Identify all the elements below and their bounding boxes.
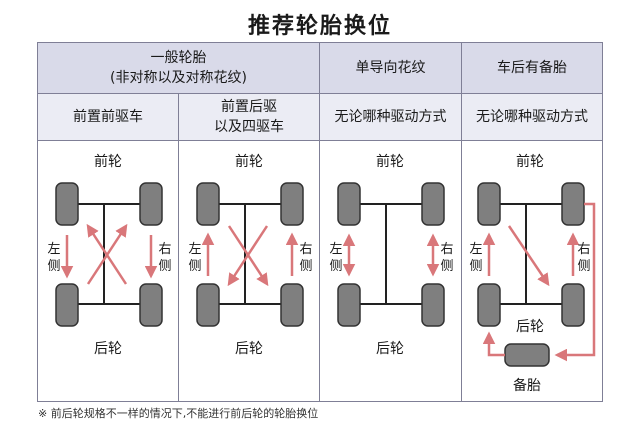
tire-front-left <box>196 182 220 226</box>
header-directional: 单导向花纹 <box>319 42 462 94</box>
right-side-label-1: 右 <box>440 242 453 257</box>
rear-label: 后轮 <box>376 341 404 357</box>
rear-label: 后轮 <box>516 319 544 335</box>
subheader-fwd-label: 前置前驱车 <box>73 109 143 125</box>
right-side-label-2: 侧 <box>158 259 171 274</box>
tire-spare <box>504 343 550 367</box>
arrow-cross-2 <box>227 225 269 287</box>
header-general-line1: 一般轮胎 <box>150 50 207 66</box>
spare-label: 备胎 <box>513 377 541 394</box>
left-side-label-1: 左 <box>188 242 201 257</box>
left-side-label-2: 侧 <box>47 259 60 274</box>
diagram-spare: 前轮 左 侧 右 侧 后轮 备胎 <box>469 153 596 394</box>
subheader-any1-label: 无论哪种驱动方式 <box>334 109 447 125</box>
arrow-from-spare <box>482 331 505 357</box>
left-side-label-2: 侧 <box>188 259 201 274</box>
right-side-label-2: 侧 <box>577 259 590 274</box>
left-side-label-1: 左 <box>47 242 60 257</box>
tire-front-left <box>55 182 79 226</box>
subheader-any2-label: 无论哪种驱动方式 <box>476 109 588 125</box>
tire-rear-left <box>477 283 501 327</box>
header-directional-label: 单导向花纹 <box>355 60 426 76</box>
tire-front-right <box>139 182 163 226</box>
left-side-label-2: 侧 <box>469 259 482 274</box>
front-label: 前轮 <box>516 153 544 170</box>
subheader-fwd: 前置前驱车 <box>37 93 179 141</box>
tire-rear-right <box>421 283 445 327</box>
rear-label: 后轮 <box>235 341 263 357</box>
tire-rear-left <box>337 283 361 327</box>
tire-rear-right <box>139 283 163 327</box>
subheader-rwd: 前置后驱 以及四驱车 <box>178 93 320 141</box>
right-side-label-2: 侧 <box>299 259 312 274</box>
right-side-label-1: 右 <box>299 242 312 257</box>
tire-front-left <box>337 182 361 226</box>
tire-rear-left <box>196 283 220 327</box>
tire-front-right <box>561 182 585 226</box>
tire-rear-left <box>55 283 79 327</box>
left-side-label-1: 左 <box>329 242 342 257</box>
page-title: 推荐轮胎换位 <box>247 14 392 39</box>
left-side-label-2: 侧 <box>329 259 342 274</box>
subheader-any-directional: 无论哪种驱动方式 <box>319 93 462 141</box>
diagram-directional: 前轮 左 侧 右 侧 后轮 <box>329 153 453 357</box>
right-side-label-2: 侧 <box>440 259 453 274</box>
subheader-any-spare: 无论哪种驱动方式 <box>461 93 603 141</box>
front-label: 前轮 <box>235 153 263 170</box>
rear-label: 后轮 <box>94 341 122 357</box>
left-side-label-1: 左 <box>469 242 482 257</box>
arrow-diagonal <box>507 225 550 287</box>
front-label: 前轮 <box>376 153 404 170</box>
diagram-rwd: 前轮 左 侧 右 侧 后轮 <box>188 153 312 357</box>
diagram-fwd: 前轮 左 侧 右 侧 后轮 <box>47 153 171 357</box>
header-general-line2: (非对称以及对称花纹) <box>110 70 247 86</box>
header-general-tires: 一般轮胎 (非对称以及对称花纹) <box>37 42 320 94</box>
right-side-label-1: 右 <box>158 242 171 257</box>
arrow-cross-2 <box>86 223 128 285</box>
header-spare: 车后有备胎 <box>461 42 603 94</box>
tire-rear-right <box>561 283 585 327</box>
tire-front-left <box>477 182 501 226</box>
header-spare-label: 车后有备胎 <box>497 60 567 76</box>
subheader-rwd-line2: 以及四驱车 <box>214 119 284 135</box>
arrow-to-spare <box>554 202 596 362</box>
footnote: ※ 前后轮规格不一样的情况下,不能进行前后轮的轮胎换位 <box>38 407 319 420</box>
subheader-rwd-line1: 前置后驱 <box>221 99 277 115</box>
tire-front-right <box>280 182 304 226</box>
front-label: 前轮 <box>94 153 122 170</box>
tire-rear-right <box>280 283 304 327</box>
tire-front-right <box>421 182 445 226</box>
right-side-label-1: 右 <box>577 242 590 257</box>
